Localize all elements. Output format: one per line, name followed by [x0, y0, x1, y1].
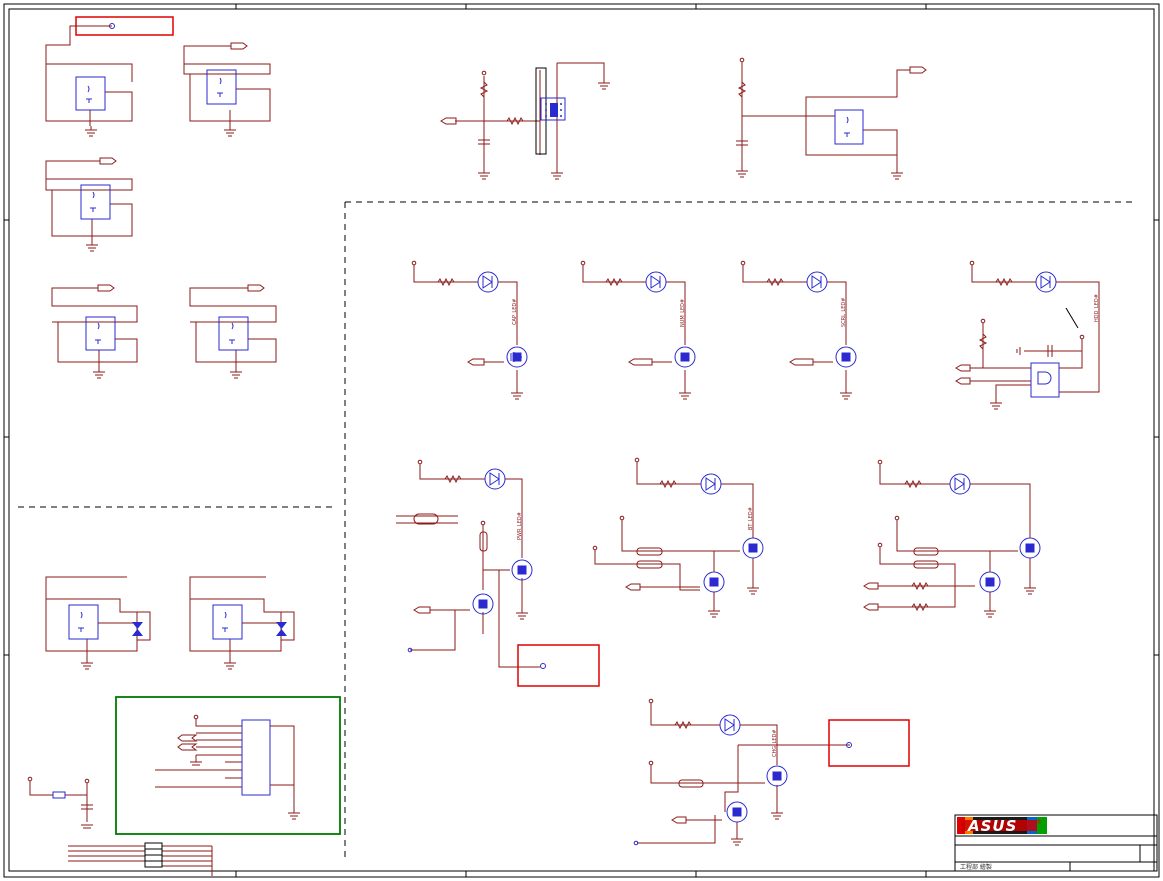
and-gate-icon	[1037, 371, 1052, 385]
ground-icon	[679, 390, 691, 400]
net-label: CAP_LED#	[512, 299, 518, 325]
led-circuit-num: NUM_LED#	[580, 260, 696, 390]
led-icon	[645, 271, 667, 293]
ic-block-2	[183, 42, 271, 126]
ground-icon	[478, 170, 490, 180]
ground-icon	[224, 660, 236, 670]
mosfet-icon	[472, 593, 494, 615]
ground-icon	[86, 242, 98, 252]
ground-icon	[736, 168, 748, 178]
net-label: HDD_LED#	[1094, 294, 1100, 322]
net-label: CHG_LED#	[772, 729, 778, 757]
ground-icon	[731, 836, 743, 846]
ground-icon	[85, 126, 97, 137]
mosfet-icon	[1019, 537, 1041, 559]
section-separators	[18, 201, 1135, 860]
mosfet-icon	[674, 346, 696, 368]
net-label: BT_LED#	[748, 507, 754, 530]
mosfet-icon	[726, 801, 748, 823]
led-circuit-cap: CAP_LED#	[411, 260, 528, 390]
led-circuit-hdd: HDD_LED#	[955, 260, 1100, 400]
title-footer: 工程部 繪製	[960, 863, 992, 871]
led-icon	[484, 468, 506, 490]
led-icon	[700, 473, 722, 495]
tvs-block-2	[189, 576, 295, 660]
ground-icon	[93, 368, 105, 379]
ground-icon	[511, 390, 523, 400]
resistor-icon	[506, 116, 524, 126]
ic-block-3	[45, 157, 133, 242]
ic-block-1	[45, 16, 174, 126]
resistor-icon	[479, 81, 489, 98]
tvs-diode-icon	[132, 622, 143, 636]
tvs-diode-icon	[276, 622, 287, 636]
led-circuit-bt: BT_LED#	[592, 457, 764, 608]
ground-icon	[224, 126, 236, 137]
asus-logo-icon	[957, 817, 1047, 834]
led-circuit-pwr: PWR_LED#	[396, 459, 600, 687]
ground-icon	[747, 585, 759, 595]
sheet-frame	[3, 3, 1160, 878]
ground-icon	[516, 610, 528, 620]
capacitor-icon	[478, 139, 490, 145]
mosfet-icon	[835, 346, 857, 368]
net-label: PWR_LED#	[517, 512, 523, 540]
net-label: NUM_LED#	[680, 299, 686, 327]
title-block: ASUS ® 工程部 繪製	[954, 814, 1158, 872]
ground-icon	[708, 608, 720, 618]
ground-icon	[990, 400, 1002, 410]
led-circuit-right	[863, 459, 1041, 612]
ground-icon	[598, 80, 610, 90]
mosfet-icon	[511, 559, 533, 581]
mosfet-icon	[979, 571, 1001, 593]
small-cap-circuit	[27, 776, 93, 829]
led-icon	[806, 271, 828, 293]
led-icon	[949, 473, 971, 495]
led-icon	[1035, 271, 1057, 293]
net-label: SCRL_LED#	[841, 298, 847, 327]
mosfet-icon	[742, 537, 764, 559]
connector-circuit	[440, 62, 605, 170]
led-circuit-chg: CHG_LED#	[633, 698, 910, 846]
connector-box	[115, 696, 341, 835]
ic-block-6	[736, 57, 927, 170]
bus-lines	[68, 842, 213, 876]
asus-logo-text: ASUS	[967, 817, 1017, 835]
ground-icon	[840, 390, 852, 400]
mosfet-icon	[703, 571, 725, 593]
ground-icon	[891, 170, 903, 180]
ground-icon	[984, 608, 996, 618]
led-circuit-scrl: SCRL_LED#	[740, 260, 857, 390]
ground-icon	[230, 368, 242, 379]
trademark-symbol: ®	[1036, 819, 1042, 826]
led-icon	[477, 271, 499, 293]
ground-icon	[771, 810, 783, 820]
mosfet-icon	[506, 346, 528, 368]
ic-block-4	[51, 284, 138, 368]
tvs-block-1	[45, 576, 151, 660]
ic-block-5	[189, 284, 277, 368]
ground-icon	[551, 170, 563, 180]
led-icon	[719, 714, 741, 736]
ground-icon	[81, 660, 93, 670]
mosfet-icon	[766, 765, 788, 787]
ground-icon	[1024, 585, 1036, 595]
